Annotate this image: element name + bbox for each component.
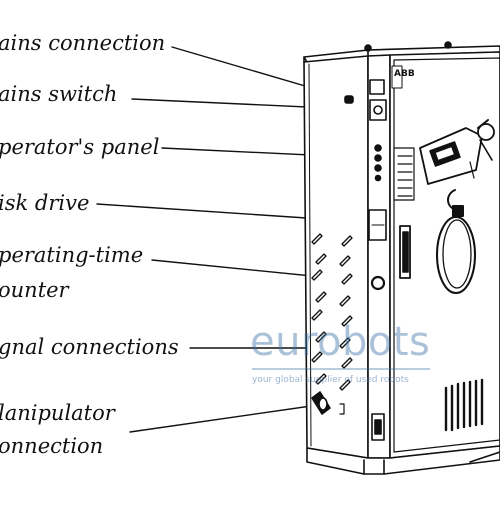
label-disk-drive: isk drive [0, 191, 90, 215]
cabinet-base [306, 445, 500, 475]
label-operating-time-line1: perating-time [0, 243, 144, 267]
label-mains-connection: ains connection [0, 31, 166, 55]
label-mains-switch: ains switch [0, 82, 118, 106]
label-signal-connections: gnal connections [0, 335, 179, 359]
abb-logo: ABB [394, 69, 415, 79]
vent-slots [311, 233, 353, 391]
operating-time-counter [370, 275, 386, 291]
watermark-tagline: your global supplier of used robots [252, 375, 409, 385]
status-panel-lines [393, 147, 415, 201]
watermark-name: eurobots [250, 319, 431, 365]
teach-pendant [419, 119, 495, 185]
leader-lines [96, 46, 374, 433]
label-manipulator-line1: lanipulator [0, 401, 115, 425]
leader-manipulator-connection [129, 404, 319, 433]
cabinet-front-door [389, 51, 500, 459]
watermark-underline [252, 368, 430, 370]
label-manipulator-line2: onnection [0, 434, 104, 458]
cabinet-side-panel [303, 55, 369, 459]
mains-connection-socket [344, 95, 354, 104]
manipulator-connector [311, 391, 331, 415]
operators-panel-buttons [374, 144, 382, 182]
pendant-cable [436, 189, 476, 294]
label-operating-time-line2: ounter [0, 278, 69, 302]
door-bottom-vents [444, 378, 484, 432]
label-operators-panel: perator's panel [0, 135, 160, 159]
mains-switch-box [369, 99, 387, 121]
cabinet-front-strip [344, 54, 391, 459]
